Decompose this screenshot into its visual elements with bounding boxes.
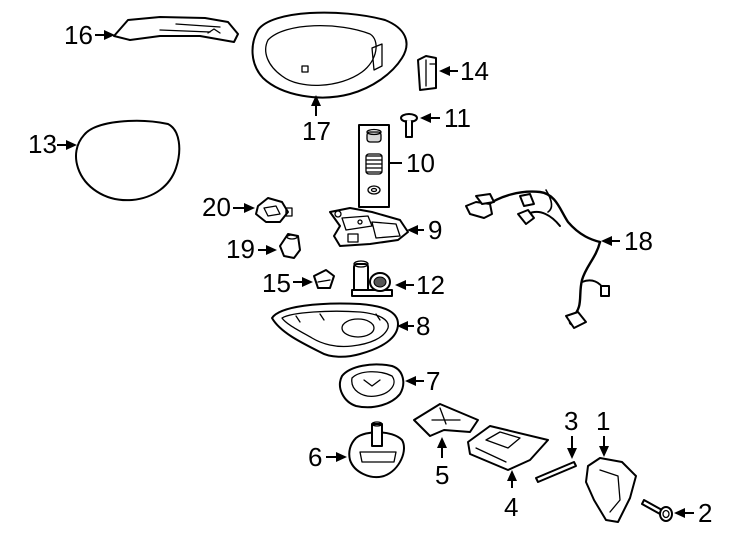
part-6-mount-base: [348, 421, 405, 478]
part-9-actuator-bracket: [329, 207, 409, 247]
svg-text:15: 15: [262, 268, 291, 298]
svg-text:2: 2: [698, 498, 712, 528]
callout-3: 3: [564, 406, 578, 459]
part-12-motor: [351, 260, 393, 297]
part-11-screw: [400, 113, 418, 138]
svg-text:8: 8: [416, 311, 430, 341]
svg-text:20: 20: [202, 192, 231, 222]
part-13-mirror-glass: [75, 119, 181, 202]
svg-text:18: 18: [624, 226, 653, 256]
callout-1: 1: [596, 406, 610, 457]
svg-text:3: 3: [564, 406, 578, 436]
callout-16: 16: [64, 20, 115, 50]
svg-text:16: 16: [64, 20, 93, 50]
callout-14: 14: [439, 56, 489, 86]
part-19-pin: [279, 233, 301, 259]
part-18-wiring-harness: [465, 189, 610, 329]
svg-text:13: 13: [28, 129, 57, 159]
callout-18: 18: [601, 226, 653, 256]
callout-6: 6: [308, 442, 347, 472]
svg-text:10: 10: [406, 148, 435, 178]
callout-11: 11: [420, 103, 471, 133]
callout-13: 13: [28, 129, 77, 159]
part-16-cover-strip: [113, 16, 239, 43]
svg-text:7: 7: [426, 366, 440, 396]
svg-text:4: 4: [504, 492, 518, 522]
svg-text:12: 12: [416, 270, 445, 300]
callout-15: 15: [262, 268, 313, 298]
callout-17: 17: [302, 95, 331, 146]
svg-text:1: 1: [596, 406, 610, 436]
callout-12: 12: [395, 270, 445, 300]
callout-10: 10: [389, 148, 435, 178]
part-14-clip: [417, 55, 437, 91]
callout-9: 9: [407, 215, 442, 245]
callout-20: 20: [202, 192, 255, 222]
svg-text:9: 9: [428, 215, 442, 245]
part-1-cover: [585, 457, 637, 523]
callout-5: 5: [435, 437, 449, 490]
part-4-mounting-plate: [467, 425, 549, 471]
callout-4: 4: [504, 470, 518, 522]
part-17-mirror-housing: [251, 11, 408, 99]
part-20-connector: [255, 197, 293, 223]
callout-2: 2: [674, 498, 712, 528]
part-7-gasket: [338, 363, 405, 409]
callout-19: 19: [226, 234, 277, 264]
part-8-base-housing: [271, 302, 399, 358]
svg-text:19: 19: [226, 234, 255, 264]
part-15-cap: [313, 269, 335, 289]
callout-8: 8: [397, 311, 430, 341]
part-5-bracket: [413, 403, 479, 437]
part-2-bolt: [641, 499, 673, 522]
svg-text:17: 17: [302, 116, 331, 146]
svg-text:14: 14: [460, 56, 489, 86]
part-10-spring-kit: [358, 124, 390, 208]
svg-text:6: 6: [308, 442, 322, 472]
part-3-gasket-strip: [535, 461, 577, 483]
svg-text:5: 5: [435, 460, 449, 490]
svg-text:11: 11: [444, 103, 471, 133]
callout-7: 7: [405, 366, 440, 396]
